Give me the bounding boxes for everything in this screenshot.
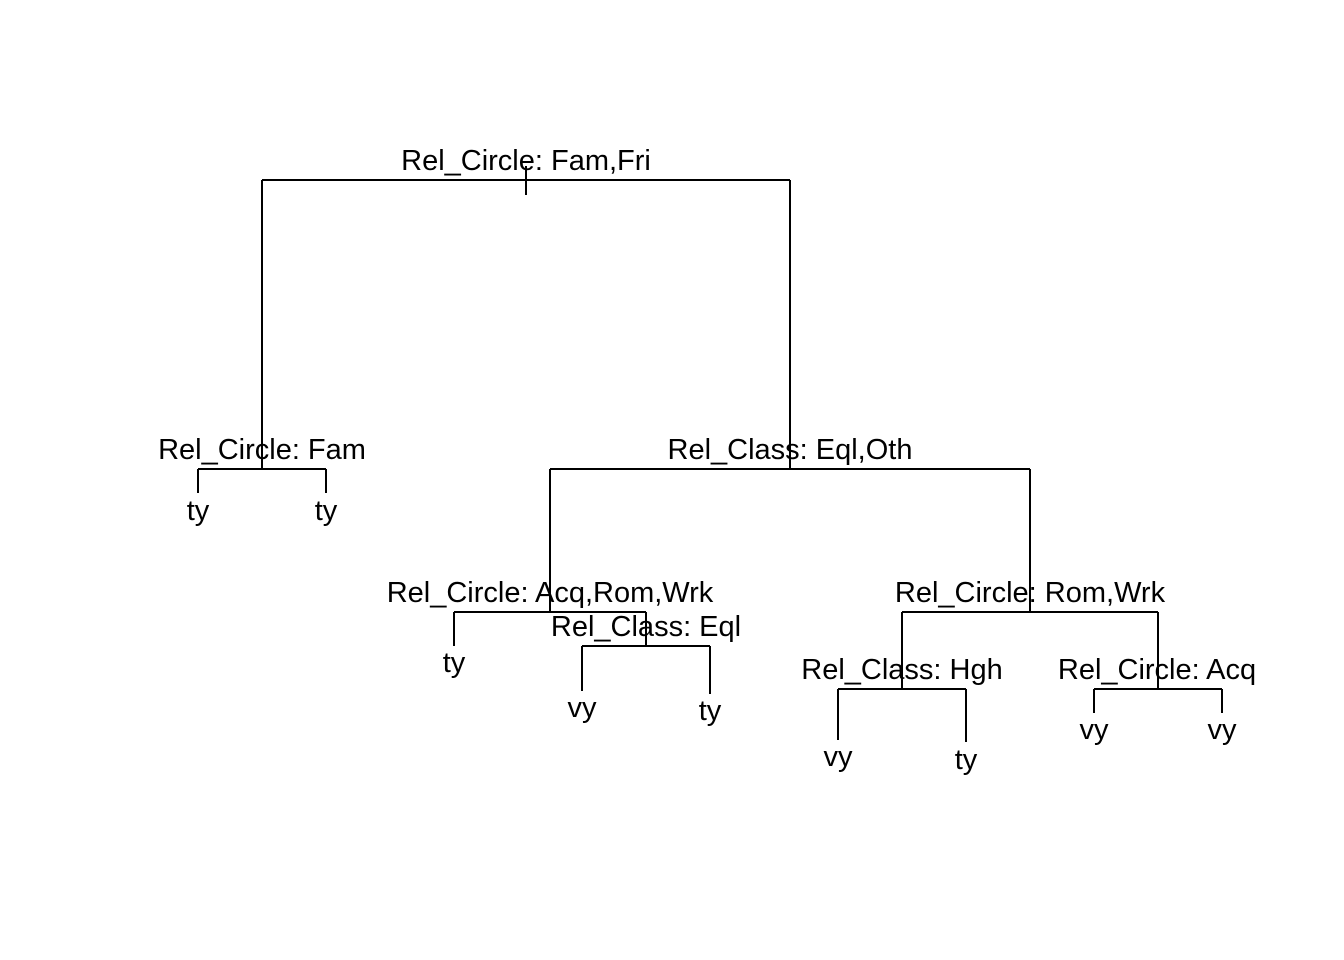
split-label-right-left-right: Rel_Class: Eql [551,611,741,643]
split-label-right-left: Rel_Circle: Acq,Rom,Wrk [387,577,714,609]
split-right-left: Rel_Circle: Acq,Rom,Wrk ty [387,577,714,679]
split-root: Rel_Circle: Fam,Fri [261,145,791,469]
leaf-label: ty [315,495,338,527]
leaf-label: vy [1080,714,1110,746]
split-label-right-right-right: Rel_Circle: Acq [1058,654,1256,686]
leaf-label: ty [699,695,722,727]
split-label-right: Rel_Class: Eql,Oth [668,434,913,466]
split-right-right-right: Rel_Circle: Acq vy vy [1058,654,1256,746]
leaf-label: vy [568,692,598,724]
leaf-label: vy [1208,714,1238,746]
split-label-right-right: Rel_Circle: Rom,Wrk [895,577,1166,609]
split-right-right-left: Rel_Class: Hgh vy ty [801,654,1002,776]
split-right-right: Rel_Circle: Rom,Wrk [895,577,1166,689]
split-left: Rel_Circle: Fam ty ty [158,434,366,527]
leaf-label: vy [824,741,854,773]
split-right-left-right: Rel_Class: Eql vy ty [551,611,741,727]
split-label-right-right-left: Rel_Class: Hgh [801,654,1002,686]
split-label-left: Rel_Circle: Fam [158,434,366,466]
leaf-label: ty [187,495,210,527]
split-label-root: Rel_Circle: Fam,Fri [401,145,651,177]
split-right: Rel_Class: Eql,Oth [549,434,1031,612]
leaf-label: ty [955,744,978,776]
leaf-label: ty [443,647,466,679]
